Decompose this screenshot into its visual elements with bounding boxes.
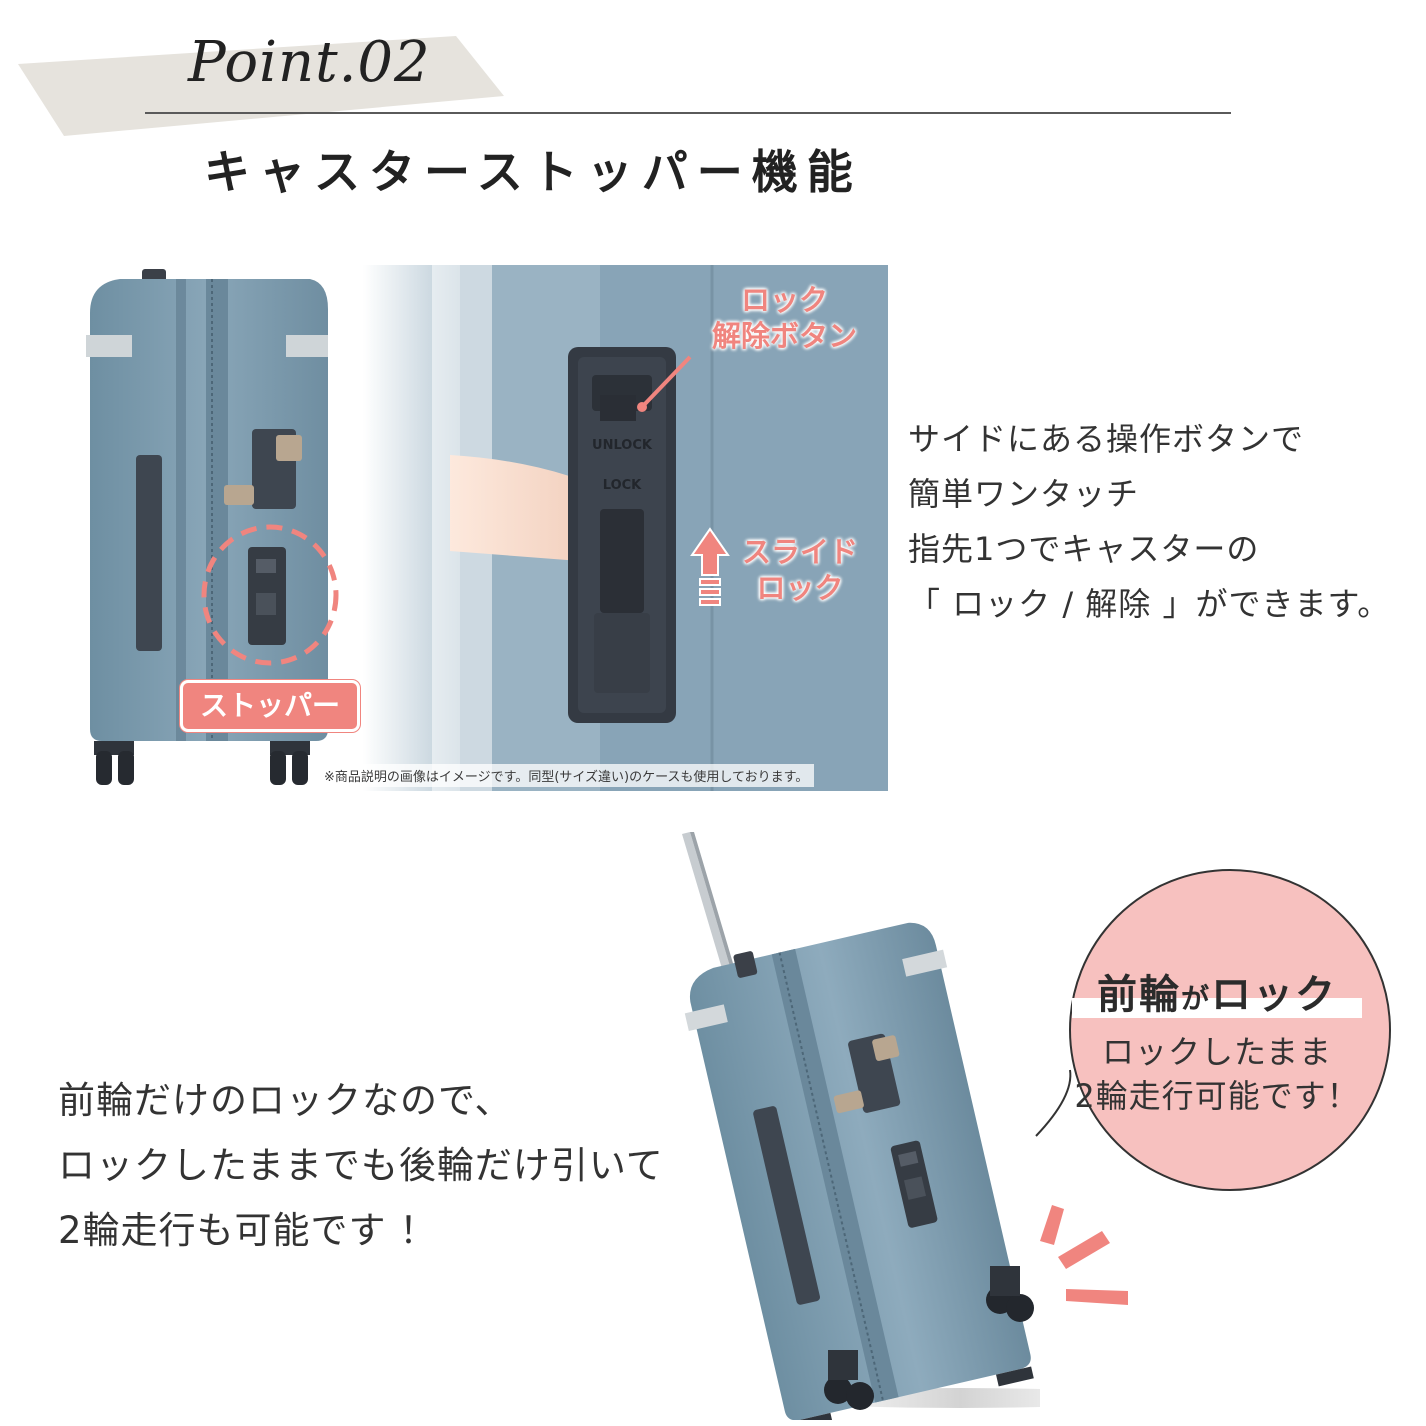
description-line: ロックしたままでも後輪だけ引いて <box>58 1144 664 1187</box>
page-title: キャスターストッパー機能 <box>204 145 862 199</box>
slide-callout-line-2: ロック <box>756 571 844 605</box>
stopper-badge: ストッパー <box>180 680 360 732</box>
slide-up-arrow <box>690 527 730 606</box>
bubble-subtext: ロックしたまま 2輪走行可能です！ <box>1062 1030 1372 1118</box>
switch-lock-text: LOCK <box>603 478 642 493</box>
tilted-suitcase-photo <box>682 832 1040 1420</box>
bubble-title: 前輪がロック <box>1068 962 1366 1020</box>
lock-switch-closeup: UNLOCK LOCK <box>568 347 676 723</box>
bubble-title-front-wheel: 前輪 <box>1096 972 1181 1018</box>
impact-burst-decoration <box>1040 1205 1128 1305</box>
description-line: サイドにある操作ボタンで <box>908 420 1305 458</box>
suitcase-side-view <box>86 269 339 785</box>
header-tape-decoration <box>18 36 504 136</box>
description-line: 簡単ワンタッチ <box>908 475 1140 513</box>
unlock-button-callout: ロック 解除ボタン <box>712 282 857 354</box>
description-two-wheel: 前輪だけのロックなので、 ロックしたままでも後輪だけ引いて 2輪走行も可能です … <box>58 1068 664 1263</box>
description-line: 「 ロック / 解除 」ができます。 <box>908 585 1391 623</box>
point-label: Point.02 <box>188 30 431 95</box>
bubble-sub-line: ロックしたまま <box>1101 1033 1333 1071</box>
slide-lock-callout: スライド ロック <box>742 534 858 606</box>
description-line: 指先1つでキャスターの <box>908 530 1260 568</box>
bubble-title-highlight <box>1072 998 1362 1018</box>
image-disclaimer-caption: ※商品説明の画像はイメージです。同型(サイズ違い)のケースも使用しております。 <box>318 764 815 787</box>
switch-unlock-text: UNLOCK <box>592 438 653 453</box>
description-line: 2輪走行も可能です ！ <box>58 1209 438 1252</box>
header-divider <box>145 112 1231 114</box>
bubble-title-lock: ロック <box>1211 972 1337 1018</box>
unlock-callout-line-2: 解除ボタン <box>712 319 858 353</box>
unlock-callout-line-1: ロック <box>741 283 829 317</box>
description-line: 前輪だけのロックなので、 <box>58 1079 513 1122</box>
speech-bubble <box>1035 869 1391 1191</box>
bubble-title-particle: が <box>1180 982 1211 1015</box>
description-operation: サイドにある操作ボタンで 簡単ワンタッチ 指先1つでキャスターの 「 ロック /… <box>908 412 1390 632</box>
slide-callout-line-1: スライド <box>742 535 859 569</box>
bubble-sub-line: 2輪走行可能です！ <box>1074 1077 1360 1115</box>
